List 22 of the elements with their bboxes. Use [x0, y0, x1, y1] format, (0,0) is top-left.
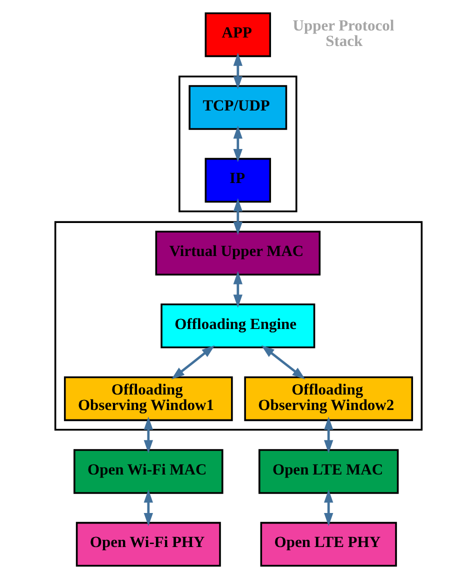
arrow: [232, 125, 242, 162]
node-box: Offloading Engine: [160, 304, 315, 348]
arrow: [324, 416, 333, 454]
node-box: Open Wi-Fi MAC: [73, 449, 223, 494]
arrow: [232, 198, 242, 235]
node-box: TCP/UDP: [188, 85, 287, 130]
arrow: [260, 345, 305, 380]
node-box: Open LTE PHY: [260, 522, 396, 567]
node-box: Offloading Observing Window1: [63, 376, 232, 422]
node-box: Virtual Upper MAC: [154, 230, 320, 276]
arrow: [143, 416, 152, 454]
node-box: IP: [204, 158, 271, 203]
node-box: Open Wi-Fi PHY: [75, 522, 220, 567]
label: Upper Protocol Stack: [292, 17, 394, 50]
arrow: [324, 489, 333, 526]
arrow: [170, 345, 214, 380]
node-box: APP: [204, 12, 271, 58]
arrow: [143, 489, 152, 526]
node-box: Offloading Observing Window2: [244, 376, 413, 422]
arrow: [232, 52, 242, 90]
node-box: Open LTE MAC: [258, 449, 398, 494]
arrow: [232, 271, 242, 308]
